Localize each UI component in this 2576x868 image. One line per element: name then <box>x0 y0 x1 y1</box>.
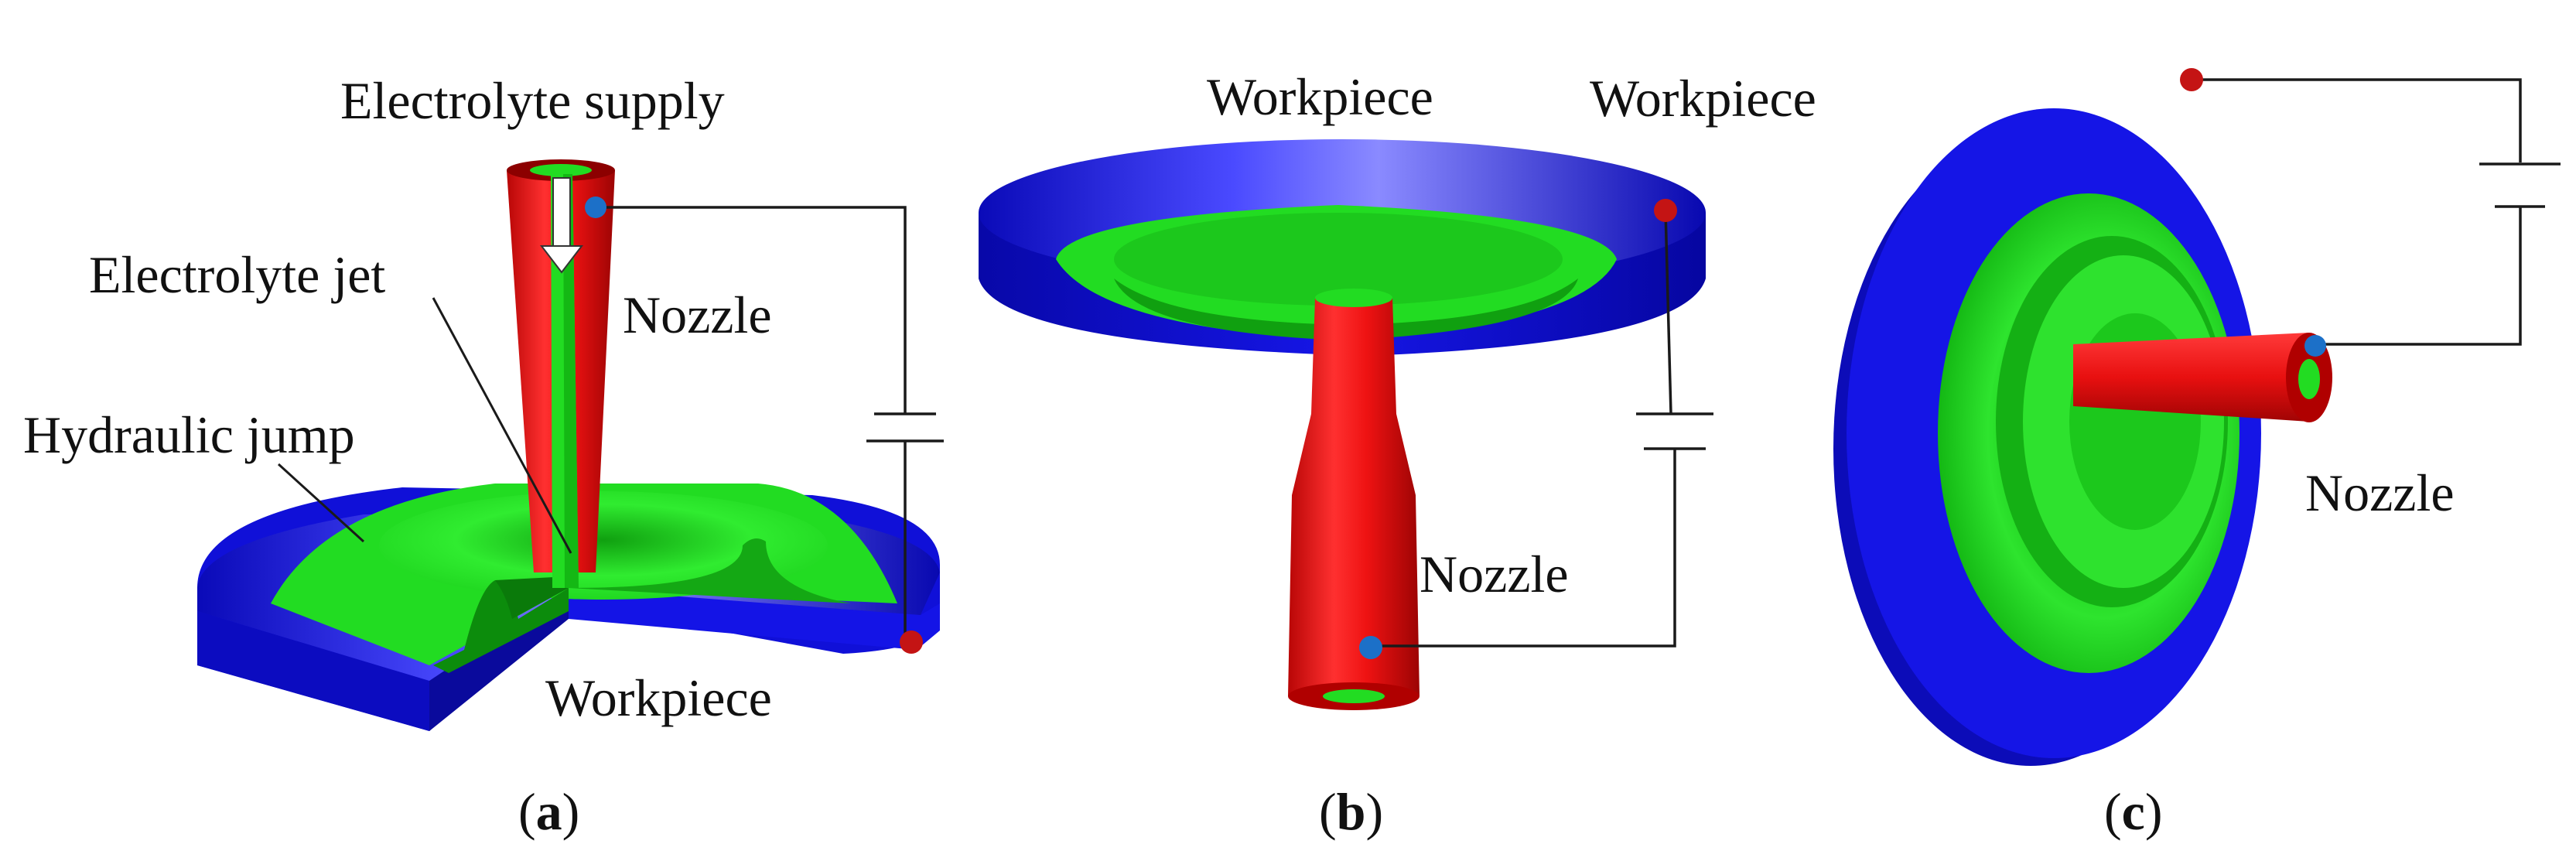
positive-terminal-b <box>1654 199 1677 222</box>
panel-c: Workpiece Nozzle (c) <box>1590 68 2561 841</box>
positive-terminal-c <box>2180 68 2203 91</box>
electrolyte-film-c <box>1938 193 2239 673</box>
label-workpiece-c: Workpiece <box>1590 69 1816 128</box>
circuit-b <box>1359 199 1713 659</box>
label-workpiece-a: Workpiece <box>545 668 772 727</box>
negative-terminal-b <box>1359 636 1382 659</box>
electrolyte-film-a <box>271 484 897 673</box>
nozzle-a <box>507 159 615 588</box>
label-nozzle-b: Nozzle <box>1420 545 1569 603</box>
negative-terminal-c <box>2304 335 2326 357</box>
negative-terminal-a <box>585 196 606 218</box>
label-electrolyte-jet: Electrolyte jet <box>89 245 385 304</box>
label-hydraulic-jump: Hydraulic jump <box>23 405 355 464</box>
panel-b: Workpiece Nozzle (b) <box>979 67 1713 841</box>
label-workpiece-b: Workpiece <box>1207 67 1433 126</box>
caption-b: (b) <box>1319 782 1383 841</box>
circuit-a <box>585 196 944 654</box>
positive-terminal-a <box>900 630 923 654</box>
panel-a: Electrolyte supply Electrolyte jet Nozzl… <box>23 71 944 841</box>
circuit-c <box>2180 68 2561 357</box>
label-electrolyte-supply: Electrolyte supply <box>340 71 725 130</box>
caption-a: (a) <box>518 782 579 841</box>
label-nozzle-a: Nozzle <box>623 285 772 344</box>
electrolyte-film-b <box>1056 205 1617 340</box>
flow-arrow-icon <box>539 177 584 274</box>
nozzle-b <box>1288 289 1420 710</box>
caption-c: (c) <box>2104 782 2163 841</box>
label-nozzle-c: Nozzle <box>2305 463 2455 522</box>
